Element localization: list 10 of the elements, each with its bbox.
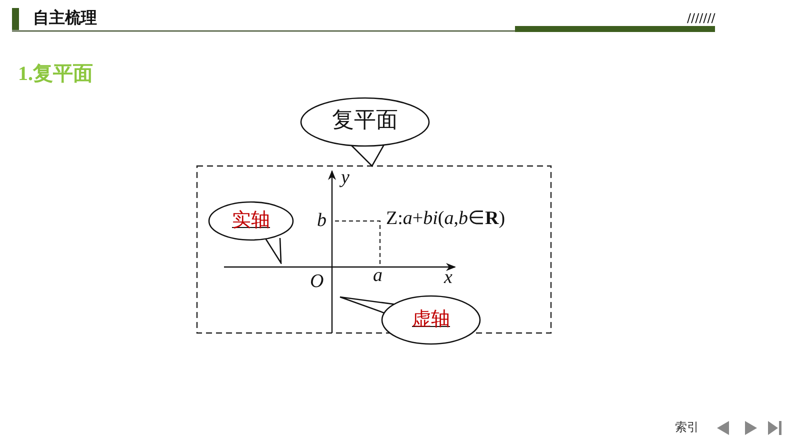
point-label: Z:a+bi(a,b∈R) xyxy=(386,209,506,228)
origin-label: O xyxy=(310,272,324,291)
tick-label: a xyxy=(373,266,382,285)
section-heading: 自主梳理 xyxy=(33,10,97,26)
axis-label: x xyxy=(444,268,452,287)
axis-label: y xyxy=(341,168,350,187)
tick-label: b xyxy=(317,211,326,230)
index-link: 索引 xyxy=(675,421,699,433)
subsection-title: 1.复平面 xyxy=(18,64,93,84)
decorative-slashes: /////// xyxy=(687,12,716,24)
